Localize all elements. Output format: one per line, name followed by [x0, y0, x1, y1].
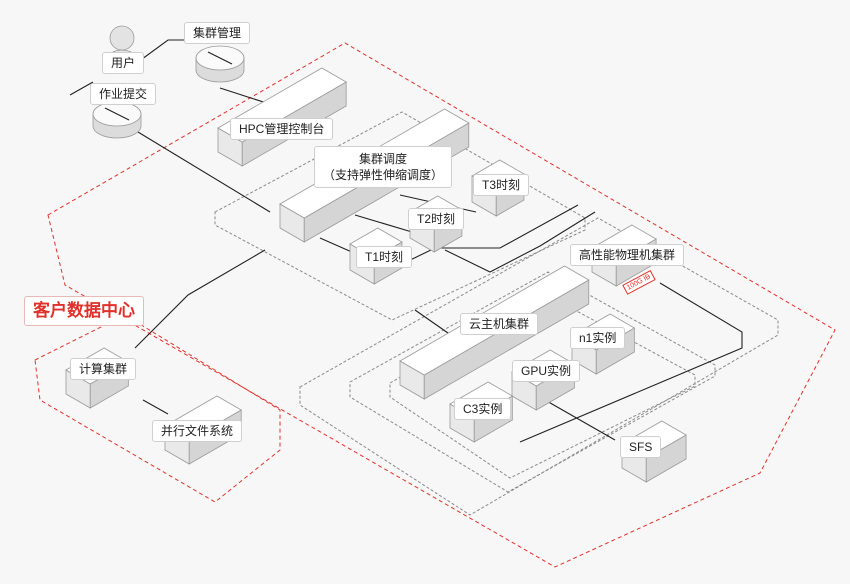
hpc-physical-to-instances-line	[519, 282, 743, 443]
cloud-region-outline	[47, 42, 836, 568]
hpc-physical-zone-outline	[299, 217, 779, 516]
user-head	[109, 25, 135, 51]
t2-to-cloud-line	[444, 211, 596, 273]
t1-label: T1时刻	[356, 246, 413, 268]
cluster-mgmt-label: 集群管理	[184, 22, 251, 44]
customer-dc-label: 客户数据中心	[24, 296, 144, 326]
cloud-hosts-label: 云主机集群	[460, 313, 539, 335]
t1-to-cloud-line	[399, 204, 579, 266]
sfs-label: SFS	[620, 436, 662, 458]
hpc-physical-label: 高性能物理机集群	[570, 244, 685, 266]
job-submit-link-line	[69, 81, 94, 96]
compute-to-fs-line	[142, 399, 169, 415]
t3-label: T3时刻	[473, 174, 530, 196]
instances-zone-outline	[389, 294, 696, 479]
compute-cluster-label: 计算集群	[70, 358, 137, 380]
job-submit-disk	[92, 101, 142, 139]
scheduler-zone-outline	[214, 111, 586, 321]
scheduler-label-line1: 集群调度	[359, 152, 408, 166]
job-submit-to-scheduler-line	[137, 131, 271, 213]
parallel-fs-label: 并行文件系统	[152, 420, 243, 442]
scheduler-label: 集群调度 （支持弹性伸缩调度）	[314, 146, 453, 188]
scheduler-label-line2: （支持弹性伸缩调度）	[323, 168, 444, 182]
hpc-console-label: HPC管理控制台	[230, 118, 334, 140]
job-submit-label: 作业提交	[90, 83, 157, 105]
cluster-mgmt-disk	[195, 45, 245, 83]
scheduler-to-t2-line	[354, 214, 413, 233]
cloud-hosts-zone-outline	[349, 271, 716, 493]
instances-to-sfs-line	[544, 399, 616, 441]
c3-label: C3实例	[454, 398, 512, 420]
gpu-label: GPU实例	[512, 360, 581, 382]
t2-label: T2时刻	[408, 208, 465, 230]
cluster-mgmt-disk-arrow	[207, 51, 233, 65]
scheduler-to-compute-line	[134, 249, 266, 349]
user-label: 用户	[102, 52, 145, 74]
n1-label: n1实例	[570, 327, 626, 349]
job-submit-disk-arrow	[104, 107, 130, 121]
